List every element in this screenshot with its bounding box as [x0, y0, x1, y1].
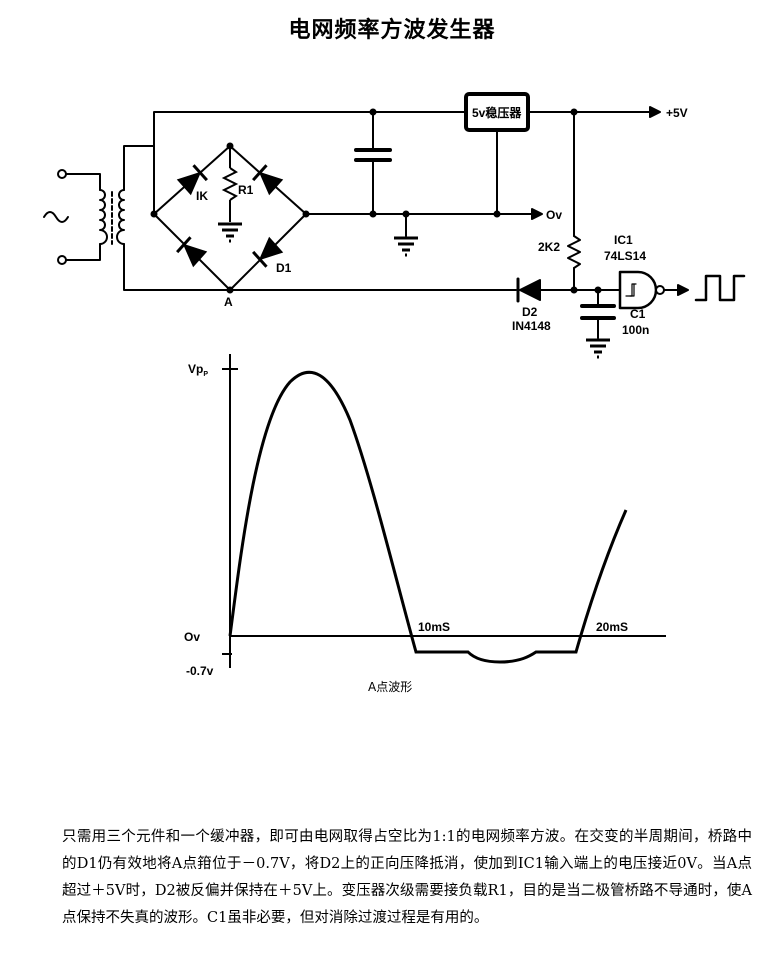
arrow-icon	[677, 284, 689, 296]
diode-lower-left	[176, 236, 208, 268]
waveform-caption: A点波形	[368, 680, 413, 694]
ground-icon	[586, 338, 610, 359]
ground-icon	[218, 222, 242, 243]
ic1-schmitt-inverter	[618, 270, 658, 310]
page-title: 电网频率方波发生器	[288, 18, 496, 43]
ic1-part-label: 74LS14	[604, 249, 646, 263]
r1-label: R1	[238, 183, 254, 197]
diode-upper-right	[252, 164, 284, 196]
square-wave-icon	[694, 274, 746, 302]
vp-label-text: Vp	[188, 362, 203, 376]
transformer-secondary	[116, 189, 125, 245]
c1-label: C1	[630, 307, 646, 321]
vp-label: VpP	[188, 362, 208, 378]
ac-terminal-bottom	[57, 255, 67, 265]
r2k2-label: 2K2	[538, 240, 560, 254]
t1-label: 10mS	[418, 620, 450, 634]
t2-label: 20mS	[596, 620, 628, 634]
c1-value-label: 100n	[622, 323, 649, 337]
waveform-curve	[228, 370, 628, 664]
transformer-primary	[99, 189, 108, 245]
diode-ik	[176, 164, 208, 196]
d1-label: D1	[276, 261, 292, 275]
ground-icon	[394, 236, 418, 257]
ov-label: Ov	[546, 208, 562, 222]
ac-sine-icon	[43, 211, 69, 223]
regulator-label: 5v稳压器	[472, 105, 522, 120]
circuit-schematic: 5v稳压器 +5V Ov IK R1 D1 A 2K2 IC1 74LS14 D…	[43, 92, 746, 359]
ik-label: IK	[196, 189, 208, 203]
neg-label: -0.7v	[186, 664, 214, 678]
arrow-icon	[531, 208, 543, 220]
ac-terminal-top	[57, 169, 67, 179]
arrow-icon	[649, 106, 661, 118]
zero-label: Ov	[184, 630, 200, 644]
vp-label-subscript: P	[203, 371, 208, 378]
diode-d2	[519, 279, 541, 301]
d2-label: D2	[522, 305, 538, 319]
vcc-label: +5V	[666, 106, 688, 120]
resistor-r1	[221, 167, 239, 201]
node-a-label: A	[224, 295, 233, 309]
description-paragraph: 只需用三个元件和一个缓冲器，即可由电网取得占空比为1:1的电网频率方波。在交变的…	[62, 829, 752, 926]
ic1-label: IC1	[614, 233, 633, 247]
resistor-2k2	[567, 235, 581, 269]
d2-part-label: IN4148	[512, 319, 551, 333]
diode-d1	[252, 236, 284, 268]
